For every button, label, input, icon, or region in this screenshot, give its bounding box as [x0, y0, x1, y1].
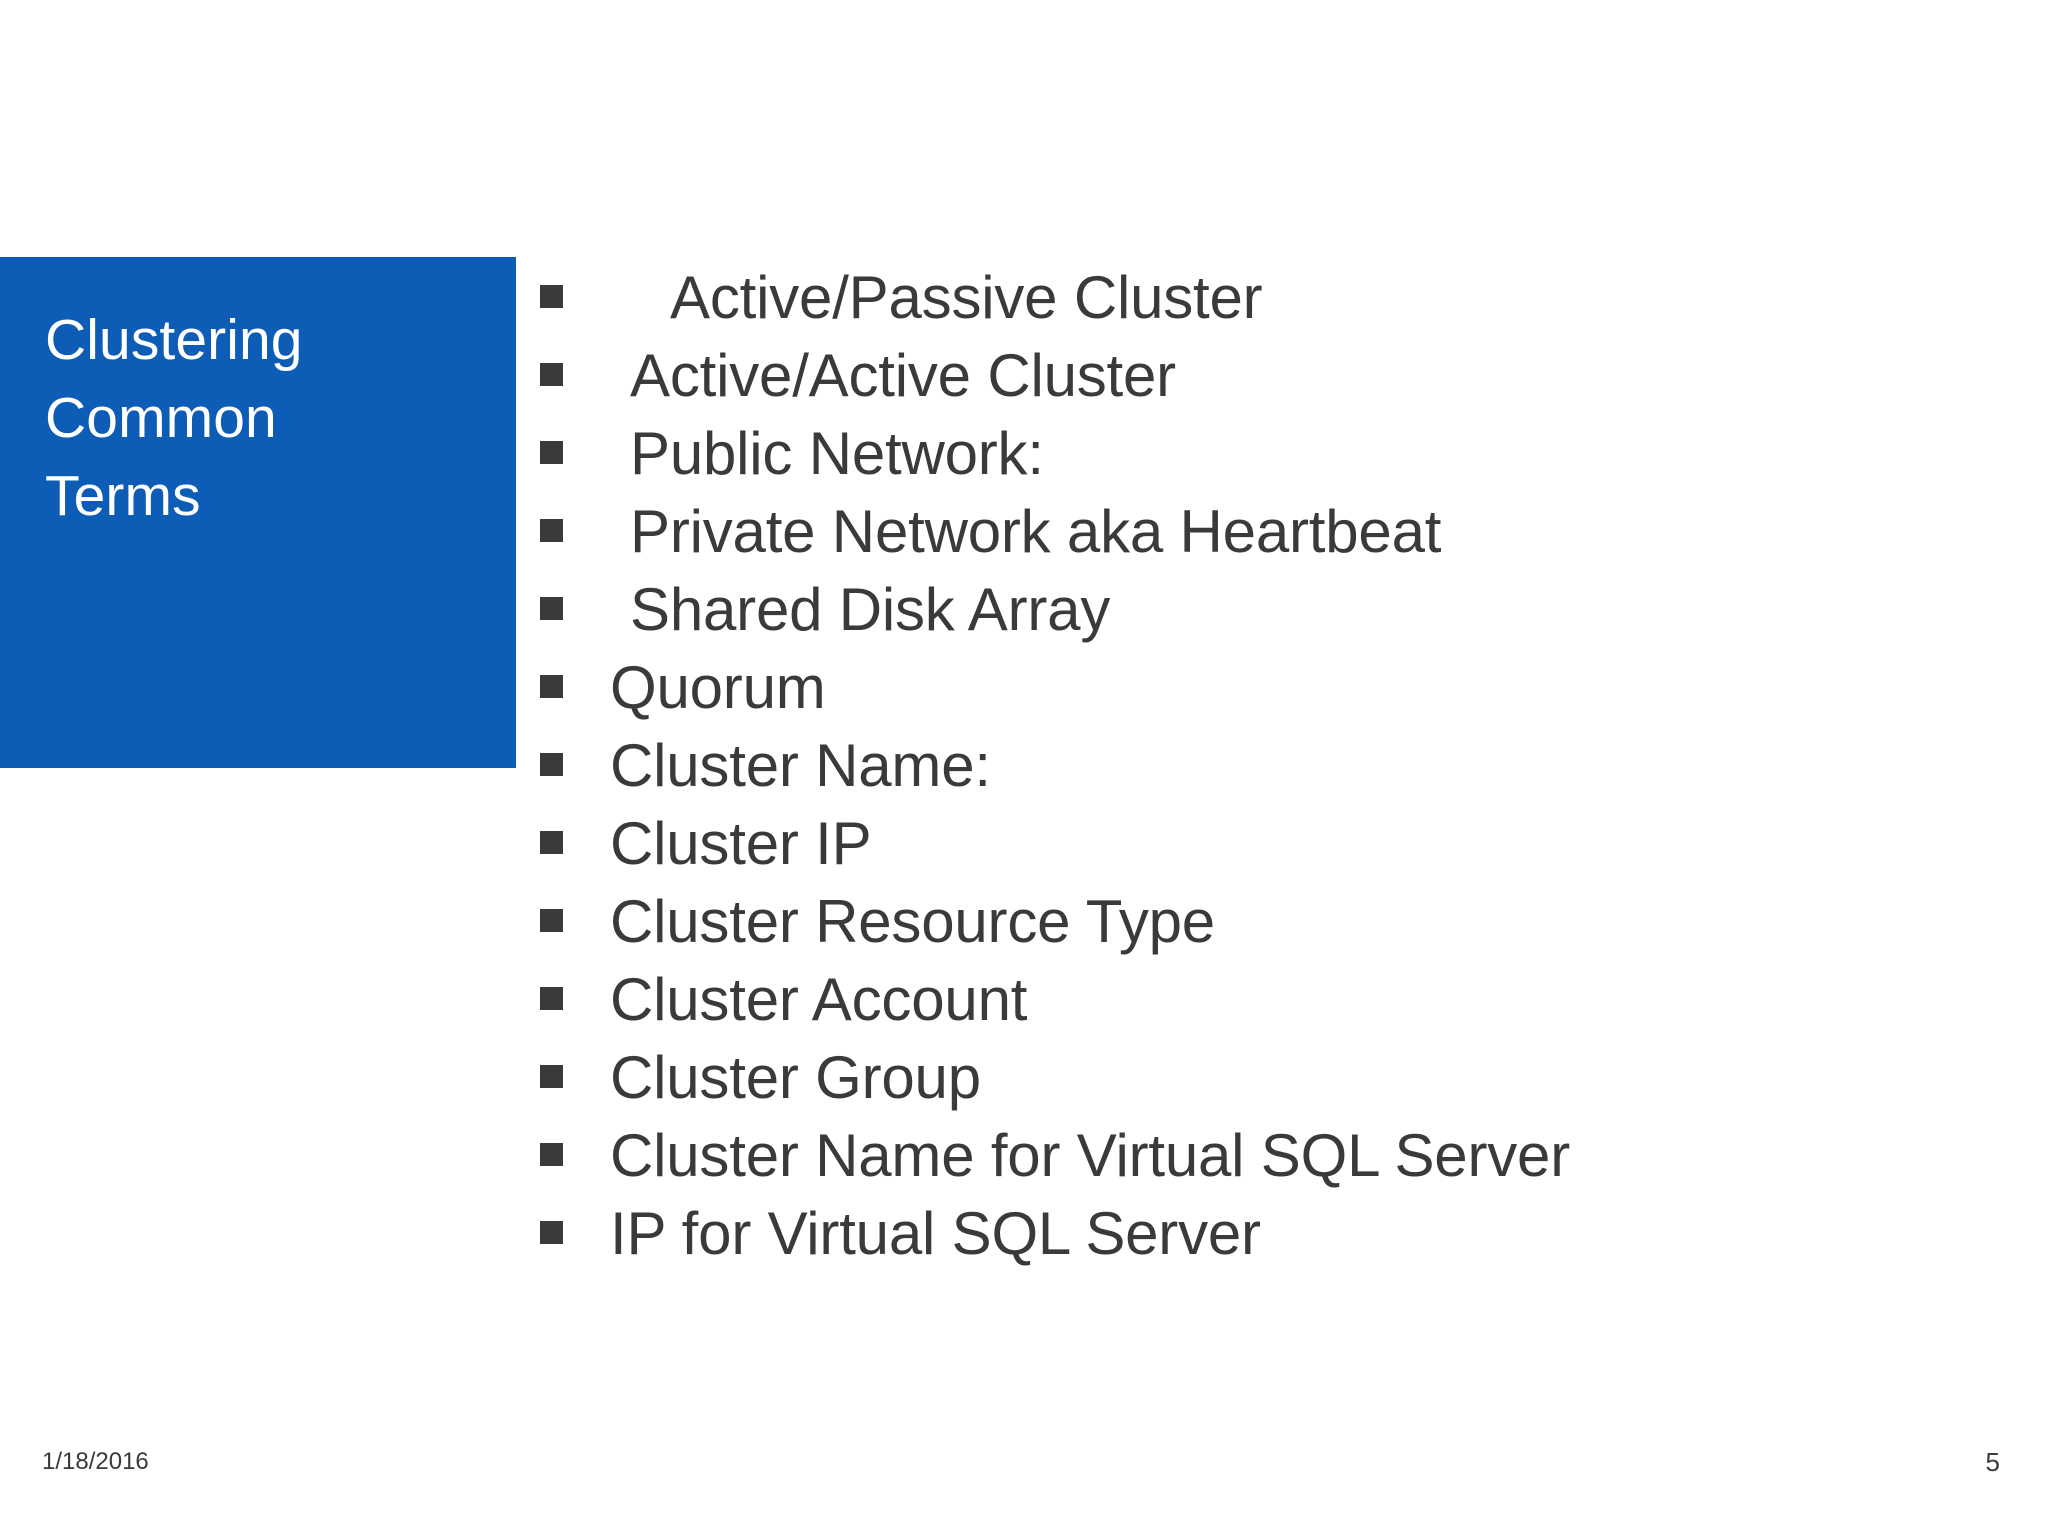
square-bullet-icon [540, 909, 563, 932]
list-item-label: Public Network: [630, 420, 1044, 487]
list-item: Cluster Group [536, 1042, 2016, 1120]
footer-page-number: 5 [1985, 1447, 2000, 1477]
square-bullet-icon [540, 1221, 563, 1244]
square-bullet-icon [540, 363, 563, 386]
footer-date: 1/18/2016 [42, 1448, 149, 1475]
square-bullet-icon [540, 441, 563, 464]
list-item-label: Shared Disk Array [630, 576, 1111, 643]
list-item: Public Network: [536, 418, 2016, 496]
square-bullet-icon [540, 753, 563, 776]
list-item: IP for Virtual SQL Server [536, 1198, 2016, 1276]
list-item: Cluster Name for Virtual SQL Server [536, 1120, 2016, 1198]
square-bullet-icon [540, 831, 563, 854]
list-item: Cluster Account [536, 964, 2016, 1042]
square-bullet-icon [540, 675, 563, 698]
list-item-label: Cluster Name: [610, 732, 991, 799]
square-bullet-icon [540, 519, 563, 542]
square-bullet-icon [540, 597, 563, 620]
list-item-label: Active/Passive Cluster [670, 264, 1263, 331]
list-item: Private Network aka Heartbeat [536, 496, 2016, 574]
list-item-label: Quorum [610, 654, 826, 721]
square-bullet-icon [540, 1065, 563, 1088]
list-item: Cluster IP [536, 808, 2016, 886]
list-item-label: Cluster Account [610, 966, 1028, 1033]
list-item: Active/Passive Cluster [536, 262, 2016, 340]
square-bullet-icon [540, 1143, 563, 1166]
page-title: Clustering Common Terms [45, 308, 303, 528]
list-item-label: Cluster Group [610, 1044, 981, 1111]
square-bullet-icon [540, 285, 563, 308]
list-item: Shared Disk Array [536, 574, 2016, 652]
list-item: Cluster Name: [536, 730, 2016, 808]
square-bullet-icon [540, 987, 563, 1010]
list-item-label: Cluster IP [610, 810, 872, 877]
list-item-label: IP for Virtual SQL Server [610, 1200, 1261, 1267]
list-item: Cluster Resource Type [536, 886, 2016, 964]
list-item: Active/Active Cluster [536, 340, 2016, 418]
list-item-label: Cluster Resource Type [610, 888, 1215, 955]
slide-title-block: Clustering Common Terms [0, 257, 516, 768]
list-item-label: Private Network aka Heartbeat [630, 498, 1442, 565]
list-item-label: Cluster Name for Virtual SQL Server [610, 1122, 1571, 1189]
list-item-label: Active/Active Cluster [630, 342, 1176, 409]
list-item: Quorum [536, 652, 2016, 730]
